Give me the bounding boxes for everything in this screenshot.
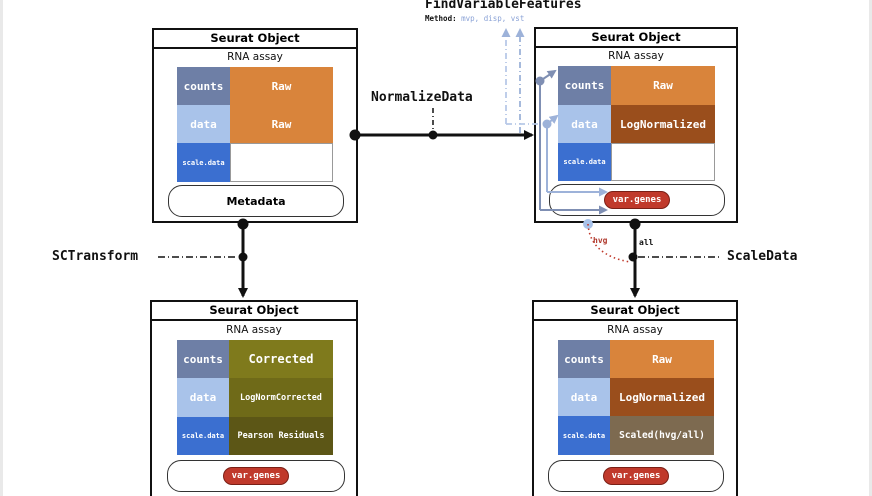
metadata-box: Metadata [168, 185, 344, 217]
value-scale-data [611, 143, 715, 181]
hvg-label: hvg [593, 236, 608, 245]
seurat-object-top-left: Seurat Object RNA assay counts Raw data … [152, 28, 358, 223]
findvariablefeatures-label: FindVariableFeatures [425, 0, 582, 12]
value-data: LogNormCorrected [229, 378, 333, 417]
seurat-object-top-right: Seurat Object RNA assay counts Raw data … [534, 27, 738, 223]
assay-label: RNA assay [227, 51, 283, 63]
slot-counts: counts [558, 340, 610, 378]
value-data: LogNormalized [611, 105, 715, 143]
seurat-object-bottom-right: Seurat Object RNA assay counts Raw data … [532, 300, 738, 496]
value-scale-data: Scaled(hvg/all) [610, 416, 714, 455]
slot-data: data [558, 378, 610, 416]
var-genes-pill: var.genes [222, 467, 290, 485]
assay-label: RNA assay [226, 324, 282, 336]
slot-scale-data: scale.data [177, 143, 230, 182]
object-title: Seurat Object [534, 302, 736, 321]
var-genes-box: var.genes [167, 460, 345, 492]
right-edge [869, 0, 872, 496]
findvariable-arrows [501, 28, 608, 215]
scaledata-arrow [628, 218, 722, 298]
seurat-object-bottom-left: Seurat Object RNA assay counts Corrected… [150, 300, 358, 496]
scaledata-label: ScaleData [727, 249, 798, 264]
normalizedata-label: NormalizeData [371, 90, 473, 105]
sctransform-arrow [158, 218, 249, 298]
slot-counts: counts [177, 340, 229, 378]
method-label: Method: mvp, disp, vst [425, 14, 524, 23]
slot-data: data [177, 105, 230, 143]
value-counts: Corrected [229, 340, 333, 378]
slot-scale-data: scale.data [177, 417, 229, 455]
sctransform-label: SCTransform [52, 249, 139, 264]
var-genes-pill: var.genes [603, 191, 671, 209]
value-counts: Raw [230, 67, 333, 105]
all-label: all [639, 238, 654, 247]
method-prefix: Method: [425, 14, 457, 23]
value-counts: Raw [610, 340, 714, 378]
left-edge [0, 0, 3, 496]
hvg-connector [583, 219, 631, 263]
value-data: LogNormalized [610, 378, 714, 416]
object-title: Seurat Object [154, 30, 356, 49]
slot-scale-data: scale.data [558, 143, 611, 181]
slot-counts: counts [177, 67, 230, 105]
normalize-arrow [349, 108, 534, 141]
object-title: Seurat Object [152, 302, 356, 321]
var-genes-box: var.genes [548, 460, 724, 492]
slot-counts: counts [558, 66, 611, 105]
object-title: Seurat Object [536, 29, 736, 48]
value-data: Raw [230, 105, 333, 143]
assay-label: RNA assay [607, 324, 663, 336]
value-counts: Raw [611, 66, 715, 105]
assay-label: RNA assay [608, 50, 664, 62]
slot-data: data [558, 105, 611, 143]
value-scale-data: Pearson Residuals [229, 417, 333, 455]
value-scale-data [230, 143, 333, 182]
var-genes-pill: var.genes [602, 467, 670, 485]
slot-data: data [177, 378, 229, 417]
method-options: mvp, disp, vst [461, 14, 525, 23]
slot-scale-data: scale.data [558, 416, 610, 455]
